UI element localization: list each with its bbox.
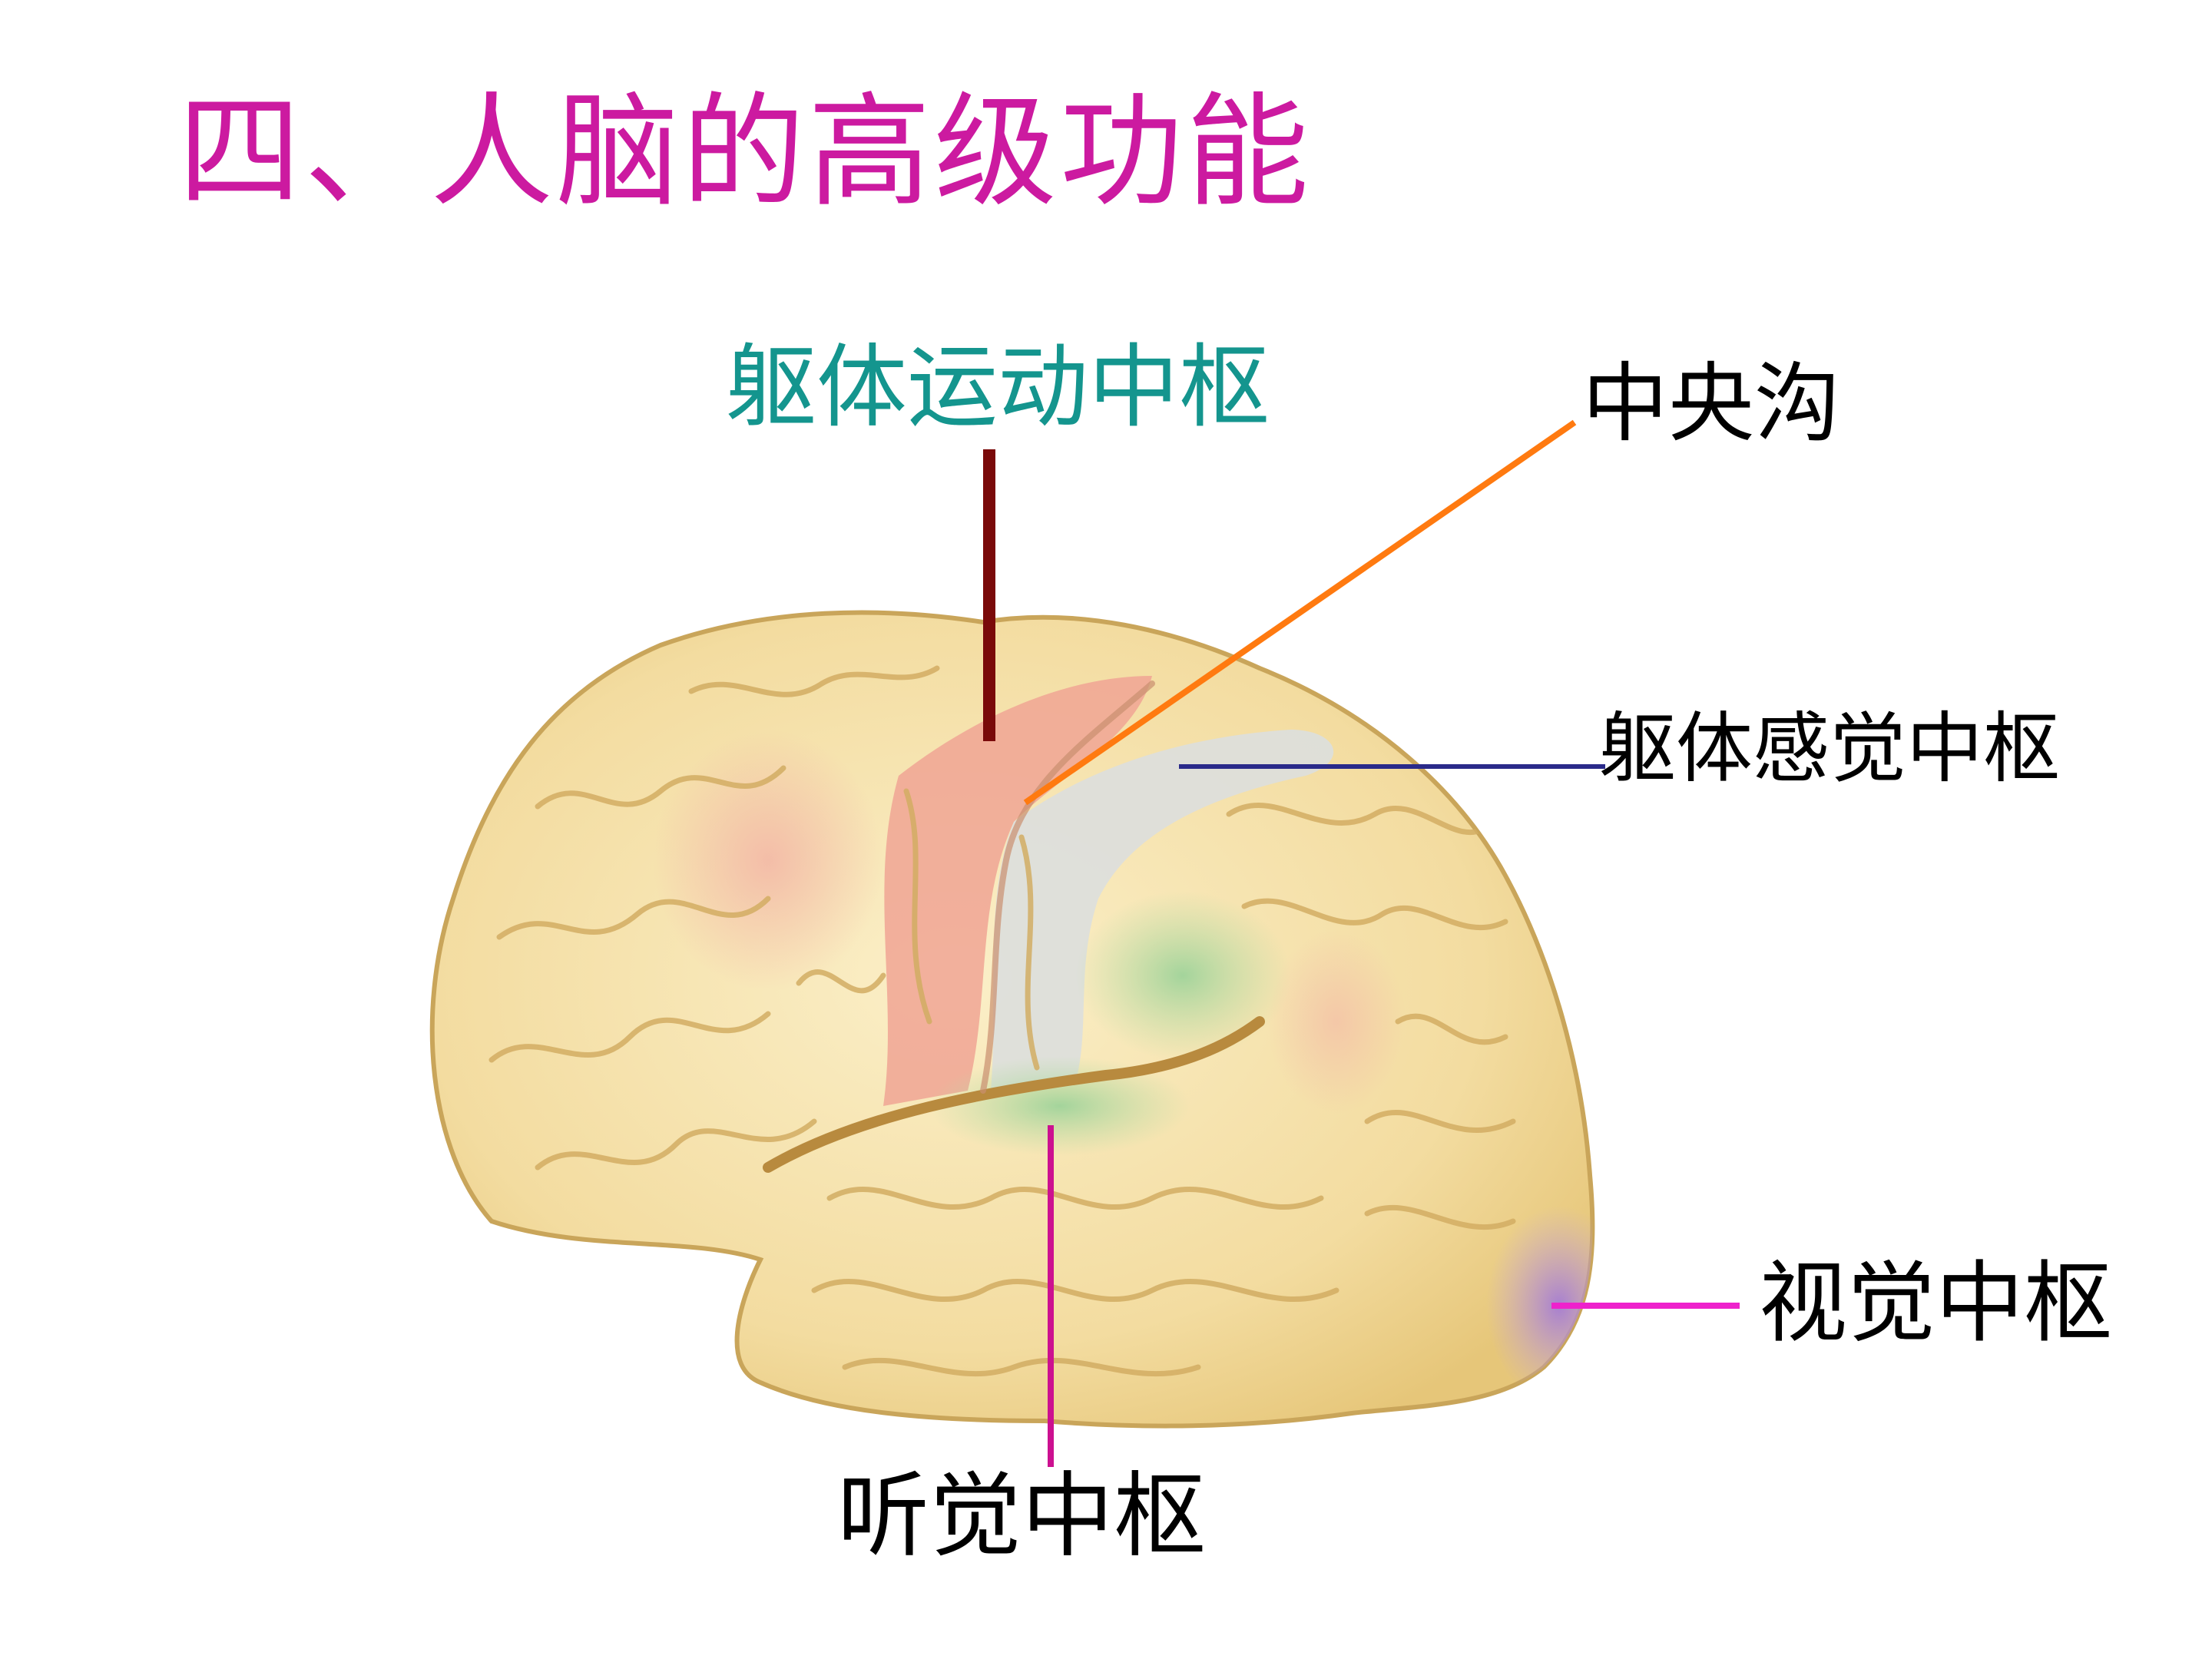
central-sulcus-label: 中央沟 [1582, 354, 1840, 454]
brain-illustration [429, 610, 1595, 1429]
motor-center-label: 躯体运动中枢 [726, 334, 1270, 440]
somatosensory-region [991, 730, 1334, 1091]
auditory-region [929, 1056, 1190, 1156]
motor-region [883, 676, 1152, 1106]
somatosensory-center-label: 躯体感觉中枢 [1599, 704, 2060, 793]
central-sulcus-leader-line [1023, 419, 1577, 806]
auditory-center-label: 听觉中枢 [837, 1463, 1206, 1570]
visual-center-label: 视觉中枢 [1759, 1252, 2113, 1355]
slide-title: 四、人脑的高级功能 [178, 80, 1313, 224]
